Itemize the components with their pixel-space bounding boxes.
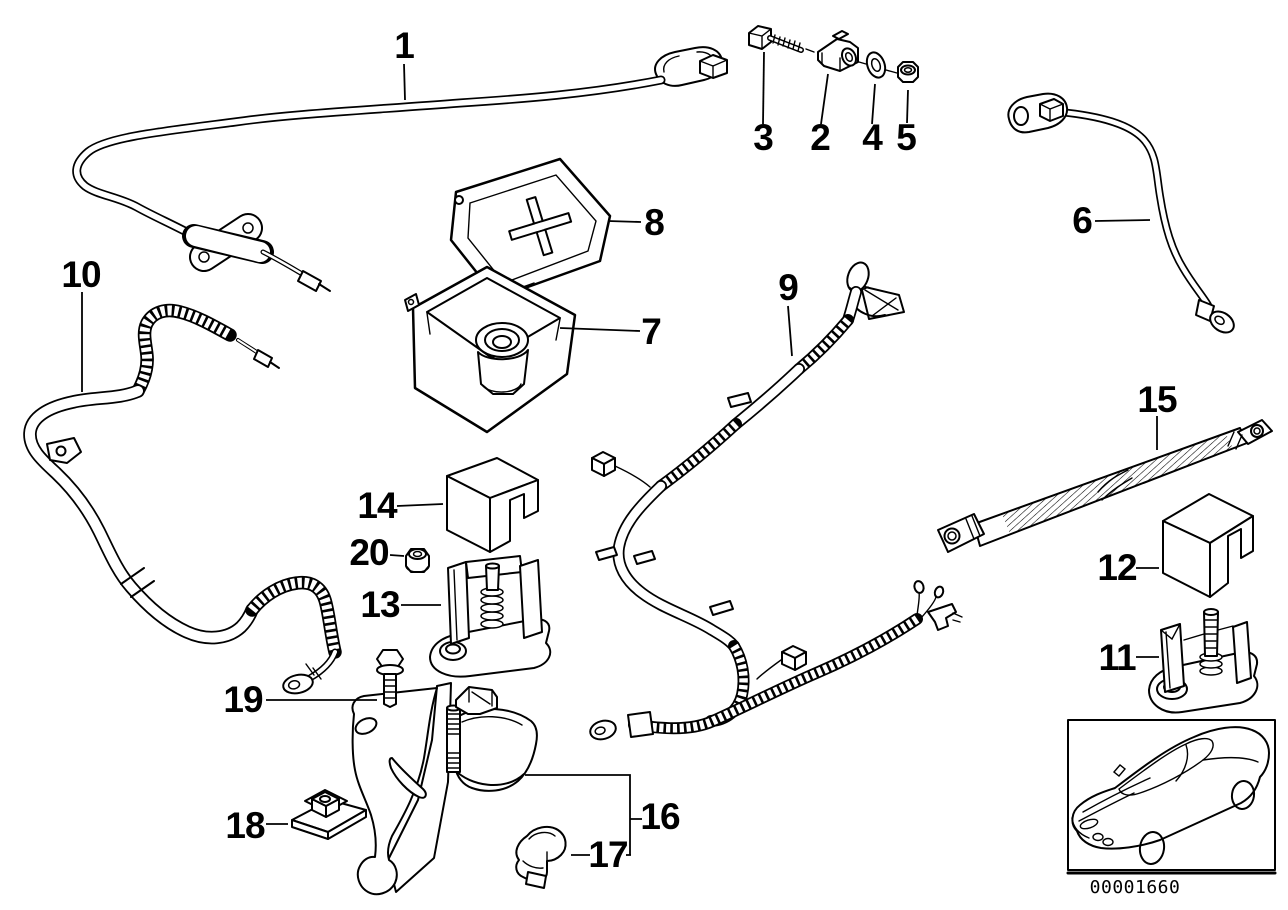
car-thumbnail bbox=[1066, 719, 1277, 875]
leader-line-20 bbox=[389, 554, 405, 557]
leader-line-3 bbox=[762, 51, 765, 125]
callout-17[interactable]: 17 bbox=[588, 834, 628, 875]
part-5-nut-drawing bbox=[897, 61, 919, 83]
part-19-hex-bolt-drawing bbox=[376, 649, 404, 708]
diagram-code: 00001660 bbox=[1090, 877, 1181, 898]
part-10-ground-cable-drawing bbox=[23, 303, 342, 695]
part-1-battery-cable-drawing bbox=[72, 46, 728, 292]
callout-18[interactable]: 18 bbox=[225, 805, 266, 846]
callout-1[interactable]: 1 bbox=[394, 25, 415, 66]
callout-10[interactable]: 10 bbox=[61, 254, 102, 295]
part-7-terminal-box-drawing bbox=[404, 265, 577, 434]
callout-19[interactable]: 19 bbox=[223, 679, 264, 720]
leader-line-1 bbox=[403, 63, 406, 101]
part-17-clip-drawing bbox=[515, 825, 567, 889]
leader-line-2 bbox=[820, 73, 829, 125]
part-15-ground-strap-drawing bbox=[937, 419, 1273, 553]
leader-line-9 bbox=[787, 305, 793, 357]
leader-line-16 bbox=[525, 774, 642, 855]
callout-labels: 1 2 3 4 5 6 7 8 9 10 11 12 13 14 15 16 1… bbox=[61, 25, 1178, 875]
callout-8[interactable]: 8 bbox=[644, 202, 665, 243]
callout-7[interactable]: 7 bbox=[641, 311, 662, 352]
leader-line-7 bbox=[559, 327, 641, 332]
part-12-terminal-cover-drawing bbox=[1162, 493, 1254, 598]
part-3-bolt-drawing bbox=[748, 25, 815, 53]
leader-lines bbox=[81, 51, 1159, 856]
leader-line-4 bbox=[871, 83, 876, 125]
part-16-bracket-drawing bbox=[351, 682, 538, 896]
part-9-battery-lead-harness-drawing bbox=[589, 261, 963, 741]
callout-20[interactable]: 20 bbox=[349, 532, 390, 573]
car-thumbnail-frame bbox=[1067, 719, 1276, 871]
callout-13[interactable]: 13 bbox=[360, 584, 401, 625]
car-icon bbox=[1071, 726, 1271, 865]
part-18-plate-nut-drawing bbox=[291, 789, 367, 840]
part-11-terminal-base-drawing bbox=[1148, 608, 1259, 714]
callout-3[interactable]: 3 bbox=[753, 117, 774, 158]
callout-5[interactable]: 5 bbox=[896, 117, 917, 158]
leader-line-6 bbox=[1094, 219, 1151, 222]
part-6-battery-cable-drawing bbox=[1007, 92, 1235, 334]
part-2-terminal-clamp-drawing bbox=[817, 30, 867, 72]
part-8-positive-terminal-cover-drawing bbox=[449, 157, 612, 306]
leader-line-5 bbox=[906, 89, 909, 124]
part-4-washer-drawing bbox=[865, 51, 898, 79]
leader-line-14 bbox=[396, 503, 444, 507]
callout-11[interactable]: 11 bbox=[1098, 637, 1137, 678]
callout-14[interactable]: 14 bbox=[357, 485, 399, 526]
leader-line-8 bbox=[607, 220, 642, 223]
callout-6[interactable]: 6 bbox=[1072, 200, 1093, 241]
callout-12[interactable]: 12 bbox=[1097, 547, 1138, 588]
callout-15[interactable]: 15 bbox=[1137, 379, 1178, 420]
callout-2[interactable]: 2 bbox=[810, 117, 831, 158]
part-20-hex-nut-drawing bbox=[405, 548, 430, 573]
part-14-terminal-cover-drawing bbox=[446, 457, 539, 553]
callout-4[interactable]: 4 bbox=[862, 117, 884, 158]
callout-9[interactable]: 9 bbox=[778, 267, 799, 308]
part-13-terminal-base-drawing bbox=[429, 555, 552, 678]
callout-16[interactable]: 16 bbox=[640, 796, 681, 837]
